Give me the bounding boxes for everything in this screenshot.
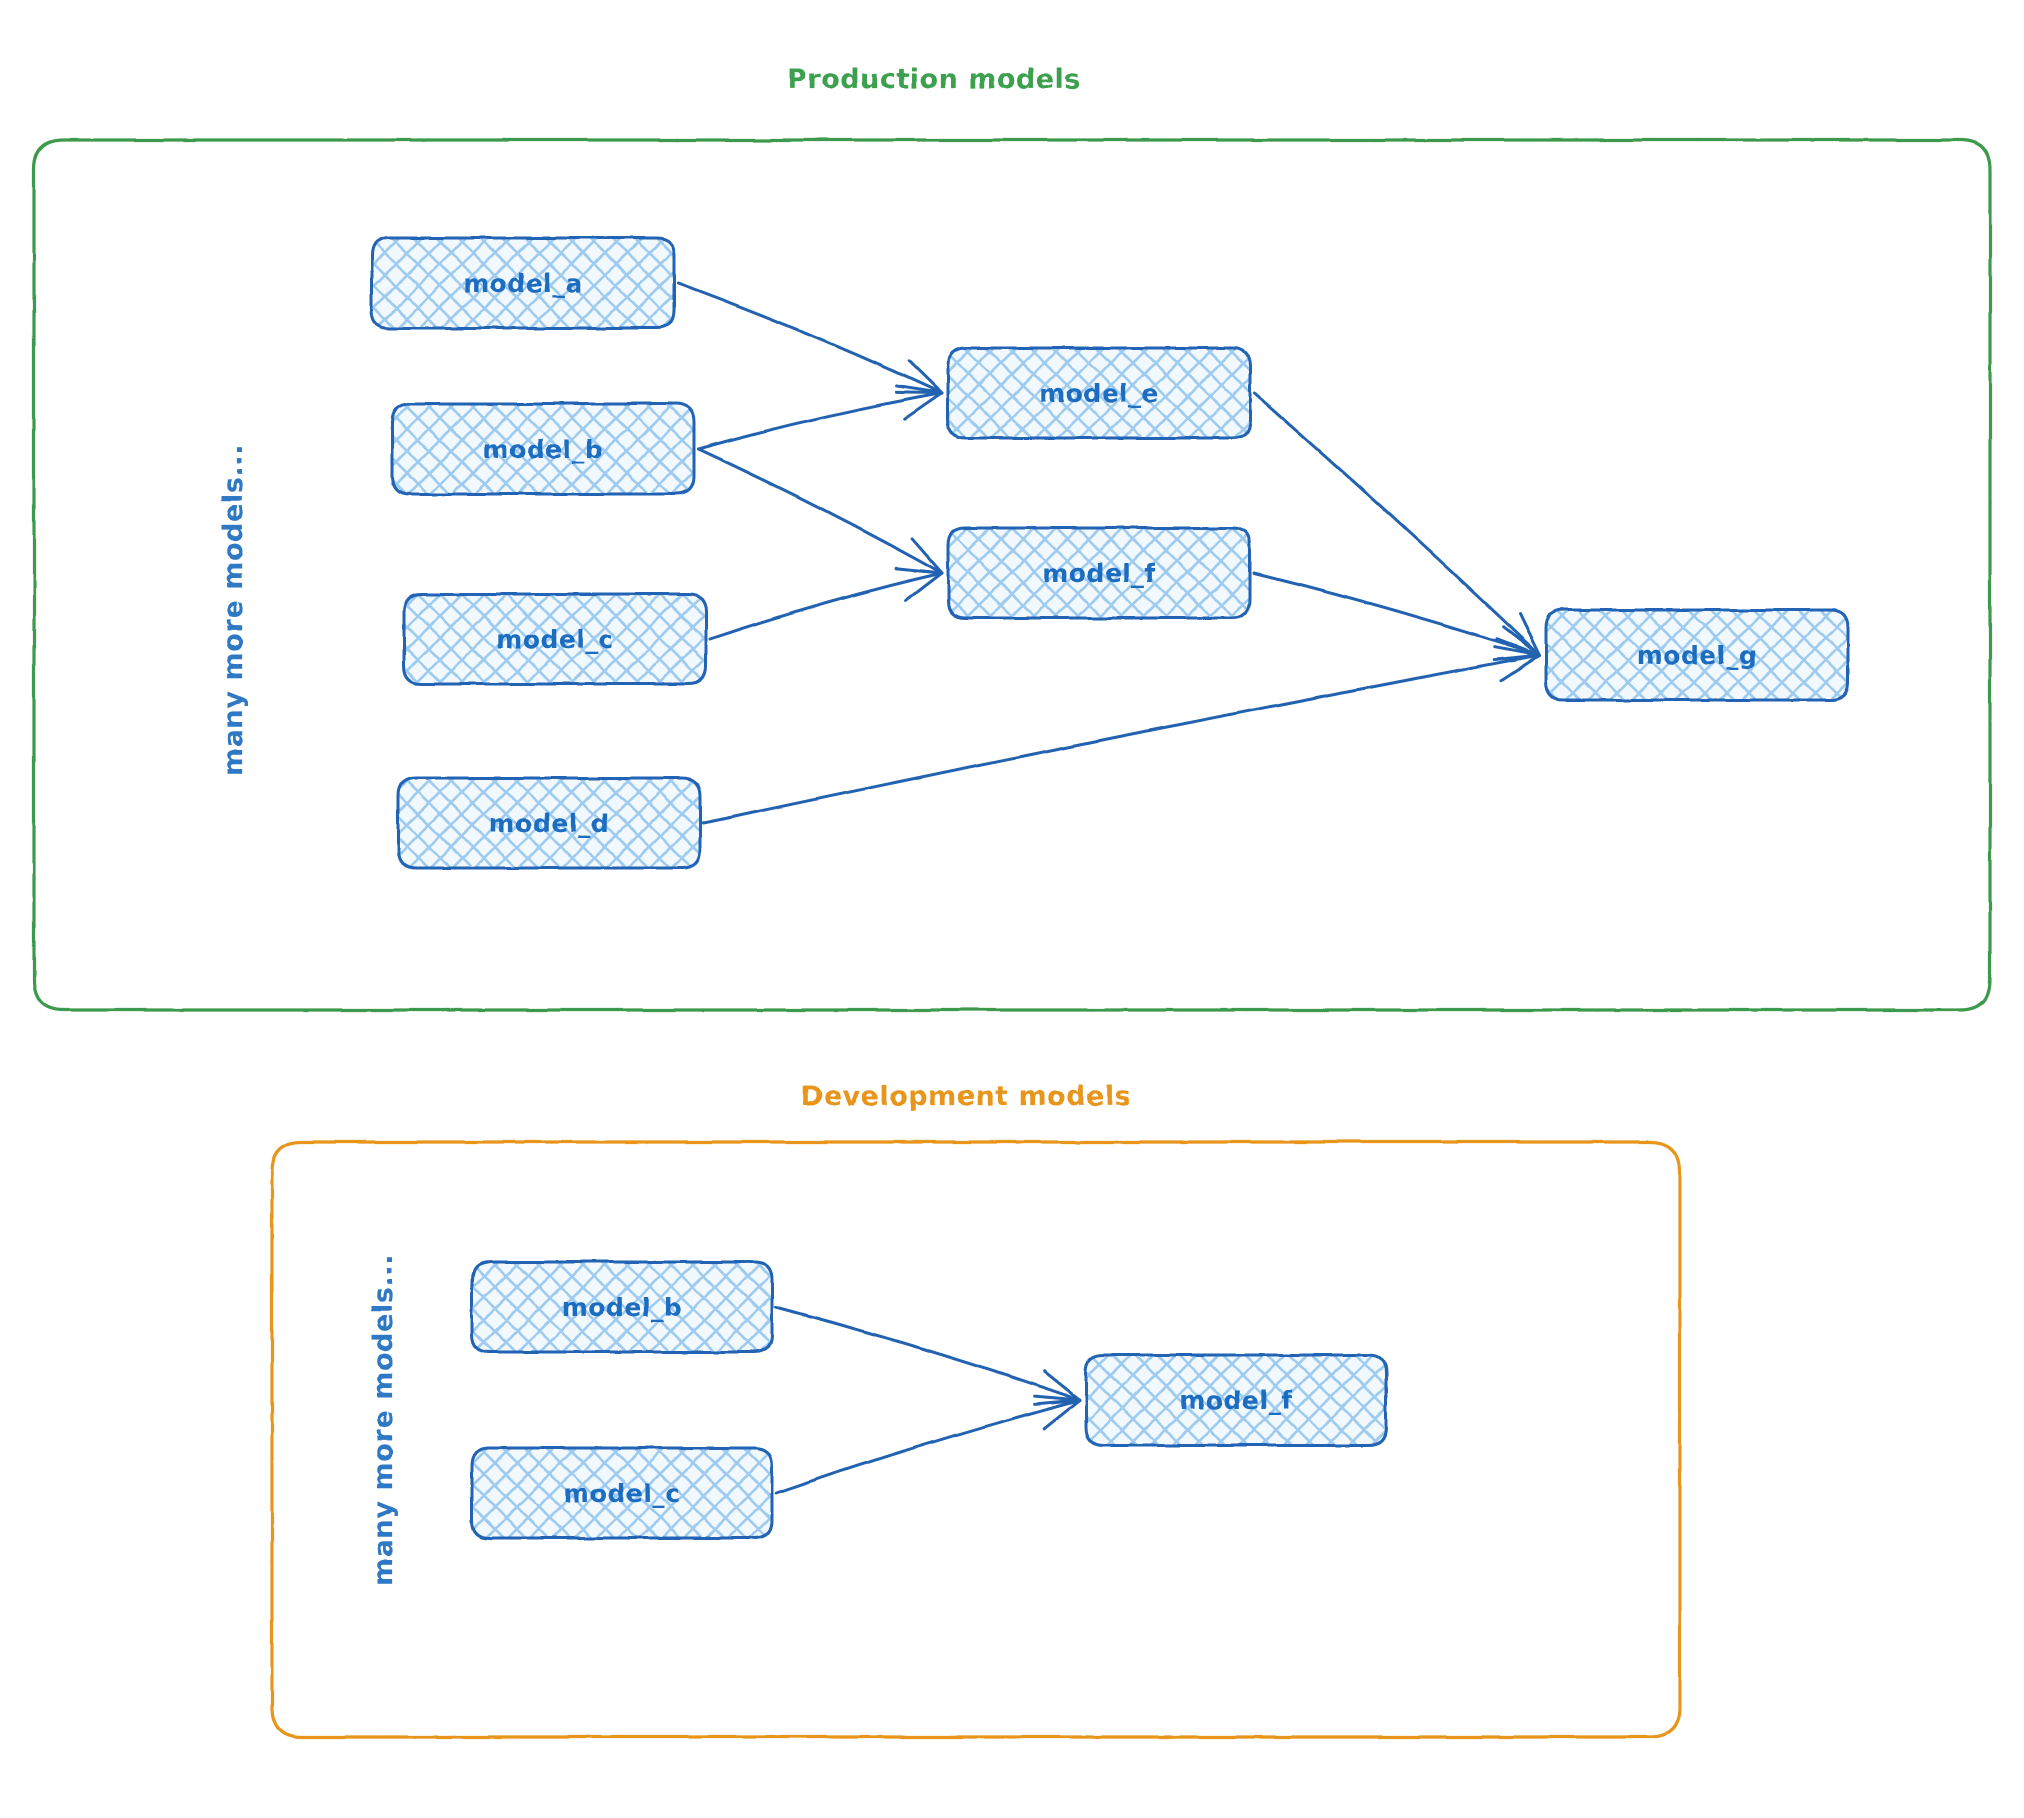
node-prod_model_c[interactable]: model_c bbox=[402, 592, 708, 686]
node-prod_model_e[interactable]: model_e bbox=[946, 346, 1252, 440]
edge-dev_model_b-to-dev_model_f bbox=[774, 1305, 1082, 1406]
group-border-production bbox=[32, 138, 1992, 1012]
node-fill bbox=[472, 1262, 772, 1352]
node-dev_model_c[interactable]: model_c bbox=[470, 1446, 774, 1540]
edge-arrowhead bbox=[1032, 1394, 1082, 1431]
edge-prod_model_e-to-prod_model_g bbox=[1252, 391, 1542, 657]
node-fill bbox=[1546, 610, 1848, 700]
group-development bbox=[270, 1140, 1682, 1739]
node-prod_model_d[interactable]: model_d bbox=[396, 776, 702, 870]
edge-prod_model_b-to-prod_model_f bbox=[696, 447, 944, 575]
node-border bbox=[370, 236, 676, 330]
side-label-production: many more models... bbox=[218, 444, 249, 776]
edge-line bbox=[1252, 391, 1542, 657]
node-border bbox=[470, 1260, 774, 1354]
node-fill bbox=[1086, 1355, 1386, 1445]
node-dev_model_b[interactable]: model_b bbox=[470, 1260, 774, 1354]
edge-arrowhead bbox=[894, 566, 944, 603]
node-label: model_g bbox=[1637, 641, 1758, 670]
labels-layer: Production models many more models... Deve… bbox=[218, 64, 1131, 1586]
edge-arrowhead bbox=[895, 384, 944, 421]
node-border bbox=[1544, 608, 1850, 702]
node-border bbox=[470, 1446, 774, 1540]
nodes-layer: model_a model_b model_c model_d model_emodel… bbox=[370, 236, 1850, 1540]
edge-prod_model_a-to-prod_model_e bbox=[676, 281, 944, 395]
edge-line bbox=[774, 1305, 1082, 1402]
node-fill bbox=[948, 348, 1250, 438]
node-prod_model_b[interactable]: model_b bbox=[390, 402, 696, 496]
group-title-production: Production models bbox=[787, 64, 1081, 95]
node-label: model_e bbox=[1039, 379, 1159, 408]
node-label: model_c bbox=[496, 625, 613, 654]
node-label: model_d bbox=[489, 809, 610, 838]
group-title-development: Development models bbox=[801, 1081, 1131, 1112]
edge-prod_model_b-to-prod_model_e bbox=[696, 384, 944, 451]
node-border bbox=[390, 402, 696, 496]
node-dev_model_f[interactable]: model_f bbox=[1084, 1353, 1388, 1447]
node-label: model_c bbox=[563, 1479, 680, 1508]
node-label: model_a bbox=[463, 269, 583, 298]
node-fill bbox=[372, 238, 674, 328]
node-border bbox=[1084, 1353, 1388, 1447]
node-label: model_f bbox=[1042, 559, 1156, 588]
node-border bbox=[402, 592, 708, 686]
edge-arrowhead bbox=[1493, 645, 1542, 682]
edge-line bbox=[696, 447, 944, 575]
node-border bbox=[396, 776, 702, 870]
edge-line bbox=[1252, 571, 1542, 657]
node-label: model_b bbox=[562, 1293, 683, 1322]
group-border-development bbox=[270, 1140, 1682, 1739]
node-prod_model_a[interactable]: model_a bbox=[370, 236, 676, 330]
node-prod_model_f[interactable]: model_f bbox=[946, 526, 1252, 620]
node-fill bbox=[398, 778, 700, 868]
node-label: model_f bbox=[1179, 1386, 1293, 1415]
edge-line bbox=[774, 1398, 1082, 1495]
node-fill bbox=[472, 1448, 772, 1538]
group-containers bbox=[32, 138, 1992, 1739]
node-fill bbox=[948, 528, 1250, 618]
edge-line bbox=[696, 391, 944, 451]
side-label-development: many more models... bbox=[368, 1254, 399, 1586]
edge-line bbox=[676, 281, 944, 395]
node-border bbox=[946, 526, 1252, 620]
node-border bbox=[946, 346, 1252, 440]
edges-layer bbox=[676, 281, 1542, 1495]
node-fill bbox=[392, 404, 694, 494]
edge-prod_model_d-to-prod_model_g bbox=[702, 645, 1542, 825]
edge-line bbox=[702, 653, 1542, 825]
edge-dev_model_c-to-dev_model_f bbox=[774, 1394, 1082, 1495]
node-fill bbox=[404, 594, 706, 684]
node-label: model_b bbox=[483, 435, 604, 464]
group-production bbox=[32, 138, 1992, 1012]
edge-prod_model_c-to-prod_model_f bbox=[708, 566, 944, 641]
edge-line bbox=[708, 571, 944, 641]
node-prod_model_g[interactable]: model_g bbox=[1544, 608, 1850, 702]
